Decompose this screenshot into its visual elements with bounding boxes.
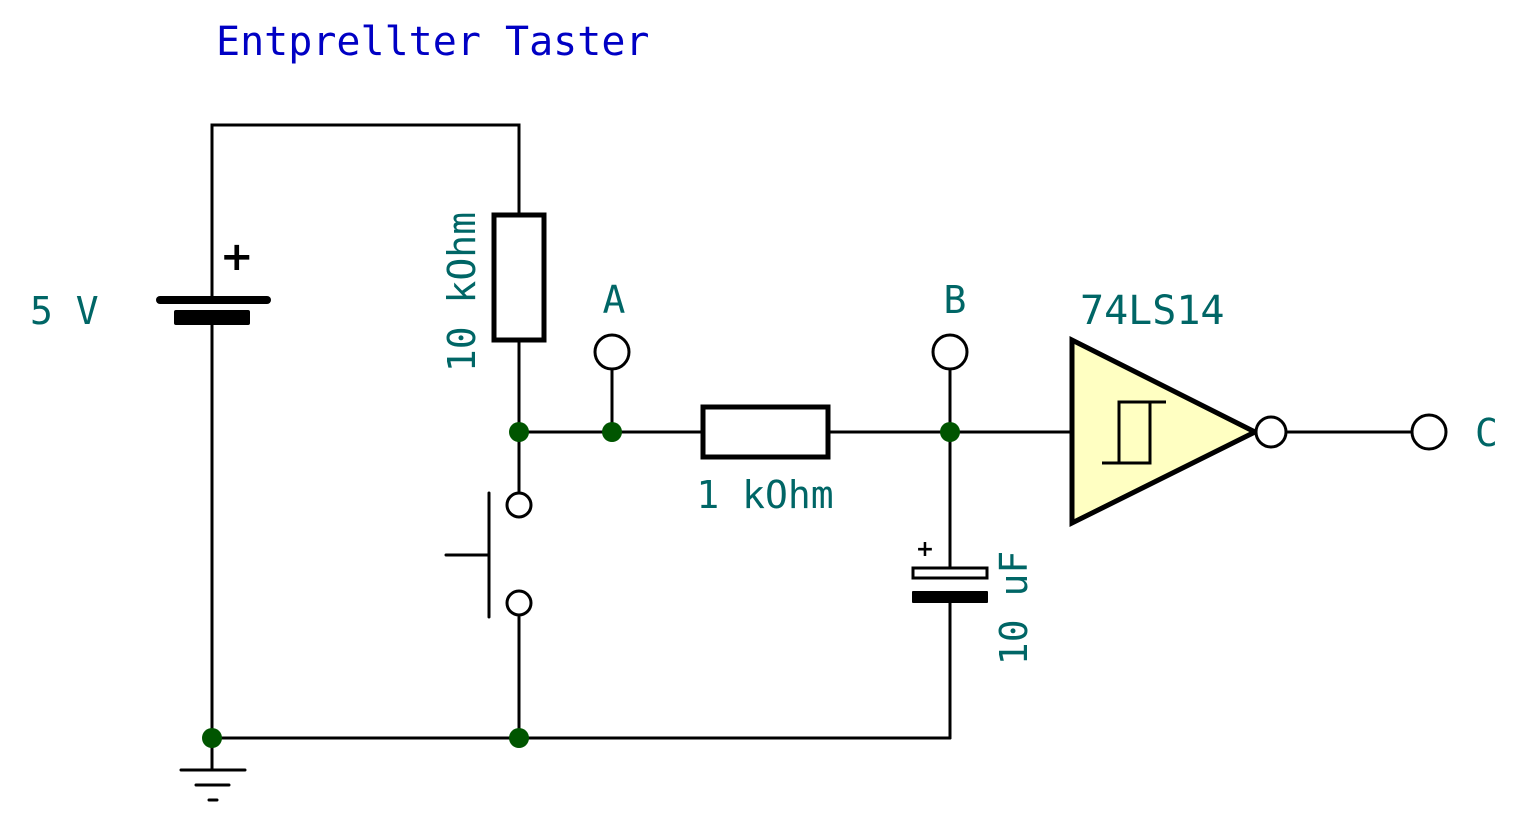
pullup-resistor-label: 10 kOhm (440, 212, 484, 372)
test-point-a-label: A (603, 278, 626, 322)
test-point-a[interactable]: A (593, 278, 631, 371)
schematic-title: Entprellter Taster (216, 19, 649, 65)
series-resistor-label: 1 kOhm (696, 473, 833, 517)
inverter-label: 74LS14 (1080, 288, 1225, 334)
junction-dots (202, 422, 960, 748)
test-point-b[interactable]: B (931, 278, 969, 371)
schmitt-trigger-inverter (1069, 335, 1288, 528)
test-point-c-label: C (1475, 411, 1498, 455)
series-resistor (700, 404, 831, 460)
capacitor-label: 10 uF (992, 551, 1036, 665)
battery-value-label: 5 V (30, 289, 99, 333)
battery-plus-sign: + (220, 234, 254, 280)
battery-symbol: + (156, 234, 271, 325)
capacitor-plus-sign: + (916, 537, 934, 562)
ground-icon (179, 768, 247, 802)
test-point-c[interactable]: C (1410, 411, 1498, 455)
test-point-b-label: B (944, 278, 967, 322)
electrolytic-capacitor: + (911, 537, 989, 603)
wires (210, 123, 1414, 772)
push-button-switch[interactable] (444, 491, 533, 619)
pullup-resistor (491, 212, 547, 343)
